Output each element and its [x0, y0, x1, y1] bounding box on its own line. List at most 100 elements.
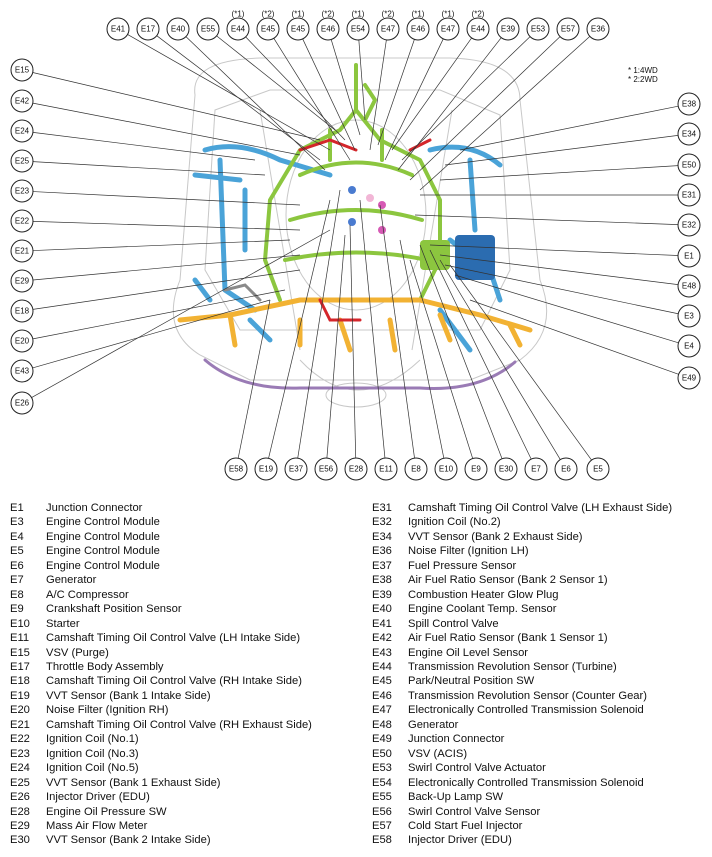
callout-circle [466, 17, 490, 41]
legend-code: E11 [10, 632, 30, 645]
leader-line [32, 191, 301, 206]
legend-code: E7 [10, 574, 24, 587]
variant-notes: * 1:4WD * 2:2WD [628, 66, 658, 84]
leader-line [32, 161, 266, 176]
leader-line [397, 37, 502, 171]
leader-line [399, 239, 445, 459]
callout-label: E38 [682, 100, 697, 109]
callout-circle [224, 457, 248, 481]
callout-label: E37 [289, 465, 304, 474]
callout-circle [677, 304, 701, 328]
legend-description: Air Fuel Ratio Sensor (Bank 1 Sensor 1) [408, 632, 608, 645]
callout-e37: E37 [284, 457, 308, 481]
leader-line [409, 36, 561, 181]
callout-variant-note: (*2) [472, 10, 485, 19]
callout-circle [286, 17, 310, 41]
callout-circle [136, 17, 160, 41]
legend-description: Spill Control Valve [408, 617, 499, 630]
callout-e39: E39 [496, 17, 520, 41]
leader-line [326, 234, 346, 459]
callout-e21: E21 [10, 239, 34, 263]
legend-description: Ignition Coil (No.3) [46, 747, 139, 760]
callout-e29: E29 [10, 269, 34, 293]
leader-line [32, 299, 271, 369]
legend-description: Engine Oil Level Sensor [408, 646, 529, 659]
callout-circle [10, 149, 34, 173]
leader-line [444, 135, 679, 166]
callout-e57: E57 [556, 17, 580, 41]
callout-circle [346, 17, 370, 41]
variant-note-2wd: * 2:2WD [628, 75, 658, 84]
callout-e43: E43 [10, 359, 34, 383]
callout-label: E24 [15, 127, 30, 136]
legend-code: E3 [10, 516, 24, 529]
leader-line [268, 199, 331, 459]
callout-variant-note: (*1) [442, 10, 455, 19]
callout-label: E3 [684, 312, 694, 321]
callout-circle [344, 457, 368, 481]
legend-description: Noise Filter (Ignition LH) [408, 545, 529, 558]
callout-label: E5 [593, 465, 603, 474]
callout-variant-note: (*1) [352, 10, 365, 19]
leader-line [302, 38, 356, 151]
callout-circle [406, 17, 430, 41]
callout-e36: E36 [586, 17, 610, 41]
callout-e23: E23 [10, 179, 34, 203]
leader-line [127, 34, 331, 151]
callout-label: E46 [411, 25, 426, 34]
callout-circle [677, 366, 701, 390]
leader-line [439, 259, 561, 460]
legend-code: E41 [372, 617, 392, 630]
callout-label: E36 [591, 25, 606, 34]
callout-label: E10 [439, 465, 454, 474]
legend-description: VVT Sensor (Bank 2 Intake Side) [46, 834, 211, 847]
legend-code: E54 [372, 776, 392, 789]
leader-line [237, 299, 271, 459]
legend-code: E34 [372, 530, 392, 543]
legend-description: Generator [408, 718, 459, 731]
callout-circle [677, 213, 701, 237]
callout-label: E15 [15, 66, 30, 75]
callout-variant-note: (*1) [412, 10, 425, 19]
callout-e38: E38 [677, 92, 701, 116]
callout-circle [10, 391, 34, 415]
callout-e44: E44(*1) [226, 10, 250, 41]
legend-description: Camshaft Timing Oil Control Valve (RH In… [46, 675, 302, 688]
callout-label: E25 [15, 157, 30, 166]
callout-circle [524, 457, 548, 481]
legend-code: E49 [372, 733, 392, 746]
legend-description: Engine Coolant Temp. Sensor [408, 603, 557, 616]
legend-description: Back-Up Lamp SW [408, 791, 504, 804]
legend-code: E58 [372, 834, 392, 847]
engine-outline [172, 57, 548, 408]
callout-label: E44 [471, 25, 486, 34]
legend-code: E6 [10, 559, 24, 572]
callout-e11: E11 [374, 457, 398, 481]
legend-code: E18 [10, 675, 30, 688]
legend-description: Transmission Revolution Sensor (Turbine) [408, 660, 617, 673]
callout-variant-note: (*1) [292, 10, 305, 19]
legend-code: E23 [10, 747, 30, 760]
callout-e6: E6 [554, 457, 578, 481]
callout-label: E8 [411, 465, 421, 474]
callout-circle [677, 122, 701, 146]
leader-line [439, 254, 679, 285]
legend-description: Ignition Coil (No.5) [46, 762, 139, 775]
